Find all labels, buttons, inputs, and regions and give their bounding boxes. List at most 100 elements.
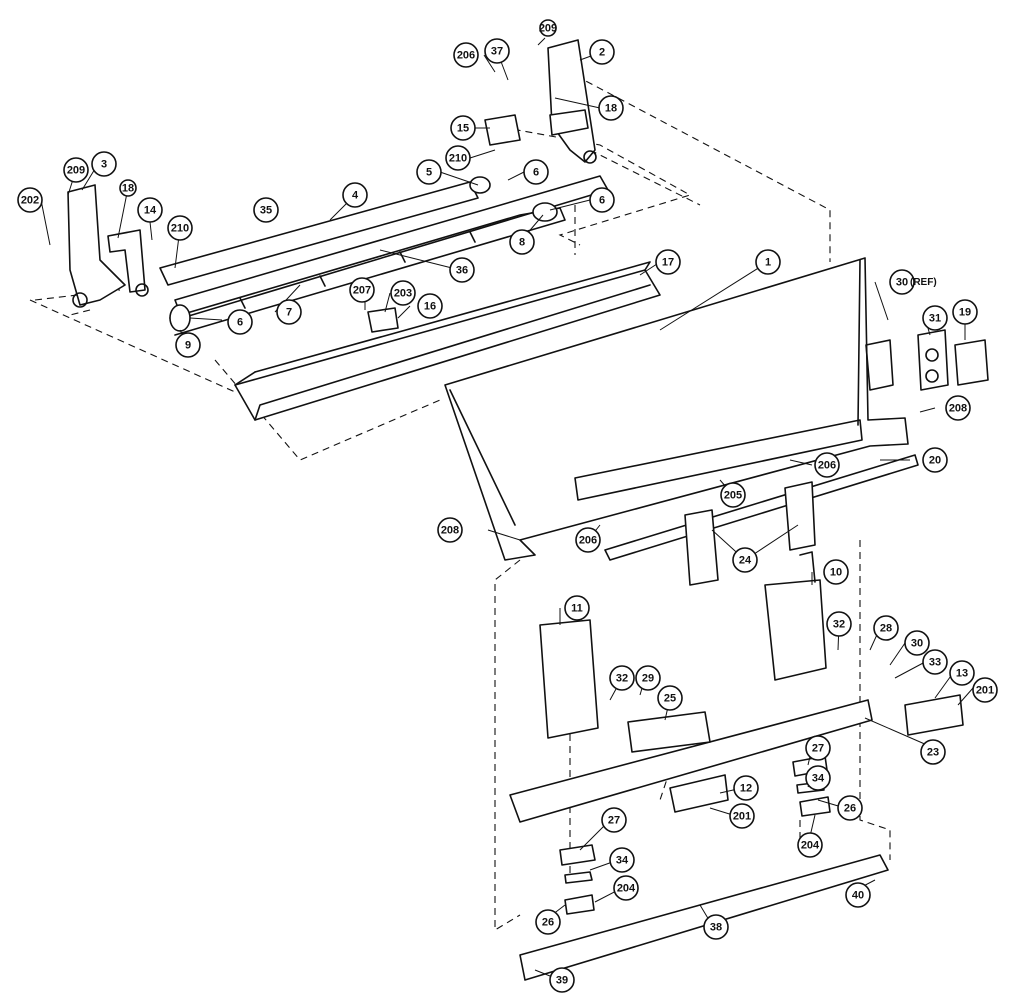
callout-6a: 6	[523, 159, 549, 185]
callout-circle	[729, 803, 755, 829]
callout-label: 209	[67, 165, 85, 177]
callout-circle	[416, 159, 442, 185]
callout-circle	[733, 775, 759, 801]
callout-circle	[972, 677, 998, 703]
callout-circle	[575, 527, 601, 553]
callout-206a: 206	[453, 42, 479, 68]
callout-label: 209	[539, 23, 557, 35]
callout-circle	[276, 299, 302, 325]
callout-label: 210	[171, 223, 189, 235]
callout-circle	[417, 293, 443, 319]
callout-206c: 206	[575, 527, 601, 553]
callout-label: 9	[185, 340, 191, 352]
tractor-unit-10	[764, 551, 827, 681]
callout-label: 34	[616, 855, 629, 867]
cover-plate	[904, 694, 964, 736]
callout-label: 208	[949, 403, 967, 415]
callout-label: 203	[394, 288, 412, 300]
callout-circle	[437, 517, 463, 543]
callout-label: 13	[956, 668, 968, 680]
callout-circle	[635, 665, 661, 691]
callout-circle	[119, 179, 137, 197]
callout-label: 10	[830, 567, 842, 579]
callout-circle	[449, 257, 475, 283]
callout-circle	[949, 660, 975, 686]
callout-label: 207	[353, 285, 371, 297]
callout-11: 11	[564, 595, 590, 621]
callout-label: 40	[852, 890, 864, 902]
callout-18b: 18	[119, 179, 137, 197]
callout-circle	[484, 38, 510, 64]
callout-208b: 208	[437, 517, 463, 543]
callout-label: 26	[844, 803, 856, 815]
callout-30a: 30	[889, 269, 915, 295]
callout-label: 12	[740, 783, 752, 795]
callout-label: 8	[519, 237, 525, 249]
callout-40: 40	[845, 882, 871, 908]
callout-circle	[613, 875, 639, 901]
callout-23: 23	[920, 739, 946, 765]
callout-label: 205	[724, 490, 742, 502]
switch-assembly	[917, 329, 989, 391]
callout-204a: 204	[613, 875, 639, 901]
callout-204b: 204	[797, 832, 823, 858]
callout-label: 14	[144, 205, 157, 217]
callout-circle	[63, 157, 89, 183]
callout-label: 25	[664, 693, 676, 705]
callout-label: 16	[424, 301, 436, 313]
callout-25: 25	[657, 685, 683, 711]
callout-28: 28	[873, 615, 899, 641]
callout-208a: 208	[945, 395, 971, 421]
callout-205: 205	[720, 482, 746, 508]
callout-210b: 210	[167, 215, 193, 241]
callout-18a: 18	[598, 95, 624, 121]
callout-label: 20	[929, 455, 941, 467]
ref-note: (REF)	[910, 277, 937, 288]
callout-label: 32	[833, 619, 845, 631]
callout-label: 27	[812, 743, 824, 755]
callout-label: 208	[441, 525, 459, 537]
callout-9: 9	[175, 332, 201, 358]
callout-201a: 201	[972, 677, 998, 703]
callout-12: 12	[733, 775, 759, 801]
callout-circle	[598, 95, 624, 121]
callout-label: 204	[801, 840, 820, 852]
callout-6b: 6	[589, 187, 615, 213]
callout-36: 36	[449, 257, 475, 283]
callout-circle	[589, 39, 615, 65]
callout-circle	[823, 559, 849, 585]
callout-label: 7	[286, 307, 292, 319]
callout-circle	[920, 739, 946, 765]
callout-circle	[873, 615, 899, 641]
callout-circle	[797, 832, 823, 858]
callout-207: 207	[349, 277, 375, 303]
callout-203: 203	[390, 280, 416, 306]
callout-10: 10	[823, 559, 849, 585]
callout-label: 24	[739, 555, 752, 567]
callout-37: 37	[484, 38, 510, 64]
callout-29: 29	[635, 665, 661, 691]
callout-15: 15	[450, 115, 476, 141]
main-frame-panel	[444, 257, 909, 561]
callout-label: 206	[457, 50, 475, 62]
callout-35: 35	[253, 197, 279, 223]
callout-5: 5	[416, 159, 442, 185]
callout-circle	[535, 909, 561, 935]
callout-4: 4	[342, 182, 368, 208]
callout-27b: 27	[805, 735, 831, 761]
callout-circle	[657, 685, 683, 711]
callout-label: 1	[765, 257, 771, 269]
callout-label: 36	[456, 265, 468, 277]
callout-circle	[814, 452, 840, 478]
callout-201b: 201	[729, 803, 755, 829]
callout-circle	[253, 197, 279, 223]
callout-label: 201	[976, 685, 994, 697]
callout-3: 3	[91, 151, 117, 177]
callout-circle	[91, 151, 117, 177]
callout-circle	[952, 299, 978, 325]
left-side-bracket	[67, 184, 149, 308]
callout-circle	[227, 309, 253, 335]
callout-label: 23	[927, 747, 939, 759]
